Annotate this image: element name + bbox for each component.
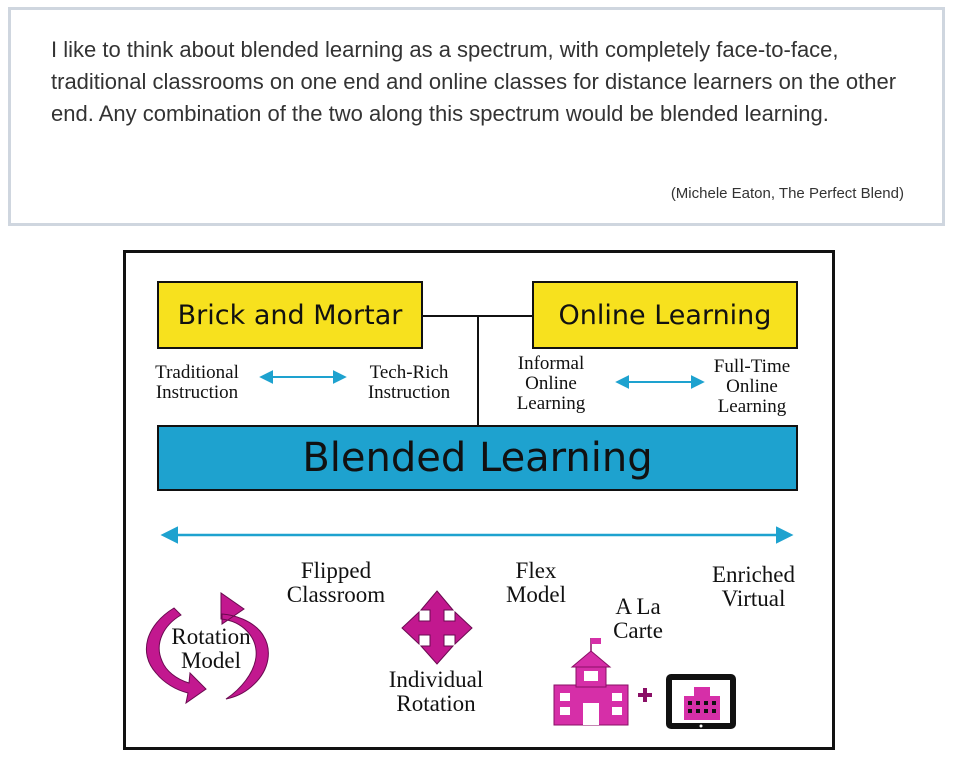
flipped-line-1: Flipped [300,558,372,583]
blended-learning-box: Blended Learning [157,425,798,491]
techrich-line-1: Tech-Rich [369,362,449,383]
full-time-online-learning-label: Full-Time Online Learning [702,357,802,417]
rotation-line-2: Model [180,648,242,674]
flex-model-label: Flex Model [486,558,586,608]
diagram-graphics [145,370,794,729]
blended-learning-label: Blended Learning [302,435,653,481]
flipped-classroom-label: Flipped Classroom [276,558,396,608]
quote-box: I like to think about blended learning a… [8,7,945,226]
traditional-line-2: Instruction [155,381,239,403]
informal-online-learning-label: Informal Online Learning [501,354,601,414]
connector-vertical [477,315,479,426]
flipped-line-2: Classroom [286,582,386,608]
quote-citation: (Michele Eaton, The Perfect Blend) [670,185,904,202]
traditional-instruction-label: Traditional Instruction [142,363,252,403]
rotation-line-1: Rotation [171,624,251,649]
informal-line-2: Online [525,372,577,394]
informal-line-3: Learning [516,392,586,414]
flex-line-1: Flex [515,558,557,583]
plus-icon [638,688,652,702]
enriched-virtual-label: Enriched Virtual [696,562,811,612]
tech-rich-instruction-label: Tech-Rich Instruction [354,363,464,403]
traditional-line-1: Traditional [155,362,239,383]
blended-learning-diagram: Brick and Mortar Online Learning Traditi… [123,250,835,750]
enriched-line-2: Virtual [721,586,786,612]
alacarte-line-2: Carte [613,618,663,644]
rotation-model-label: Rotation Model [156,624,266,674]
individual-line-1: Individual [388,667,484,692]
alacarte-line-1: A La [615,594,661,619]
fulltime-line-1: Full-Time [713,356,791,377]
online-learning-box: Online Learning [532,281,798,349]
school-building-icon [553,638,629,726]
informal-line-1: Informal [517,353,585,374]
tablet-icon [666,674,736,729]
brick-and-mortar-label: Brick and Mortar [177,299,403,331]
rotation-arrows-icon [145,592,269,705]
fulltime-line-3: Learning [717,395,787,417]
individual-rotation-label: Individual Rotation [376,667,496,717]
quote-text: I like to think about blended learning a… [51,37,897,126]
online-learning-label: Online Learning [558,299,772,331]
techrich-line-2: Instruction [367,381,451,403]
flex-line-2: Model [505,582,567,608]
four-way-arrow-icon [401,590,473,665]
enriched-line-1: Enriched [711,562,795,587]
brick-and-mortar-box: Brick and Mortar [157,281,423,349]
fulltime-line-2: Online [726,375,778,397]
individual-line-2: Rotation [396,691,476,717]
a-la-carte-label: A La Carte [593,594,683,644]
